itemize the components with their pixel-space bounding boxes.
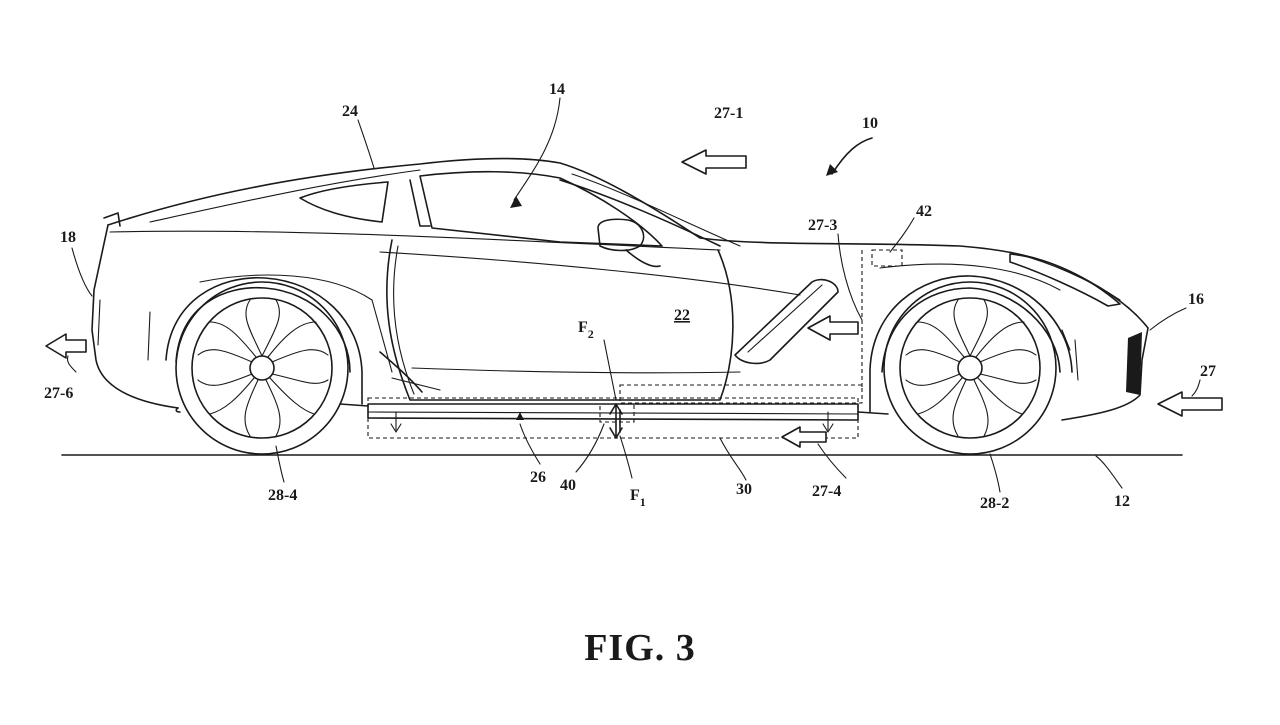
- label-force-two: F2: [578, 319, 594, 341]
- airflow-arrow-27: [1157, 391, 1223, 417]
- label-airflow: 27: [1200, 363, 1216, 380]
- controller-42: [871, 249, 903, 267]
- label-front-wheel: 28-2: [980, 495, 1009, 512]
- front-wheel: [869, 275, 1079, 455]
- label-front-end: 16: [1188, 291, 1204, 308]
- label-road: 12: [1114, 493, 1130, 510]
- airflow-arrow-27-3: [807, 315, 859, 341]
- rear-wheel: [165, 277, 363, 455]
- panel-30-upper-outline: [619, 384, 863, 404]
- label-side-door: 22: [674, 307, 690, 324]
- airflow-arrow-27-4: [781, 426, 827, 448]
- label-airflow-side-intake: 27-3: [808, 217, 837, 234]
- label-passenger-compartment: 14: [549, 81, 565, 98]
- label-rear-end: 18: [60, 229, 76, 246]
- actuator-40: [599, 403, 635, 423]
- panel-30-outline: [367, 397, 859, 439]
- label-airflow-rear: 27-6: [44, 385, 73, 402]
- label-actuator: 40: [560, 477, 576, 494]
- label-panel: 30: [736, 481, 752, 498]
- label-force-one: F1: [630, 487, 646, 509]
- label-vehicle: 10: [862, 115, 878, 132]
- label-force-one-base: F: [630, 487, 640, 504]
- label-controller: 42: [916, 203, 932, 220]
- label-airflow-under-body: 27-4: [812, 483, 841, 500]
- panel-force-indicators: [390, 411, 834, 433]
- label-force-two-base: F: [578, 319, 588, 336]
- vehicle-body: [91, 157, 1149, 421]
- label-force-one-sub: 1: [640, 495, 646, 509]
- label-airflow-over-roof: 27-1: [714, 105, 743, 122]
- label-underbody: 26: [530, 469, 546, 486]
- label-roof: 24: [342, 103, 358, 120]
- label-rear-wheel: 28-4: [268, 487, 297, 504]
- leader-lines: [66, 97, 1201, 493]
- force-arrows: [609, 403, 623, 439]
- label-force-two-sub: 2: [588, 327, 594, 341]
- figure-caption: FIG. 3: [584, 627, 696, 669]
- airflow-arrow-27-6: [45, 333, 87, 359]
- airflow-arrow-27-1: [681, 149, 747, 175]
- vehicle-pointer: [831, 137, 873, 175]
